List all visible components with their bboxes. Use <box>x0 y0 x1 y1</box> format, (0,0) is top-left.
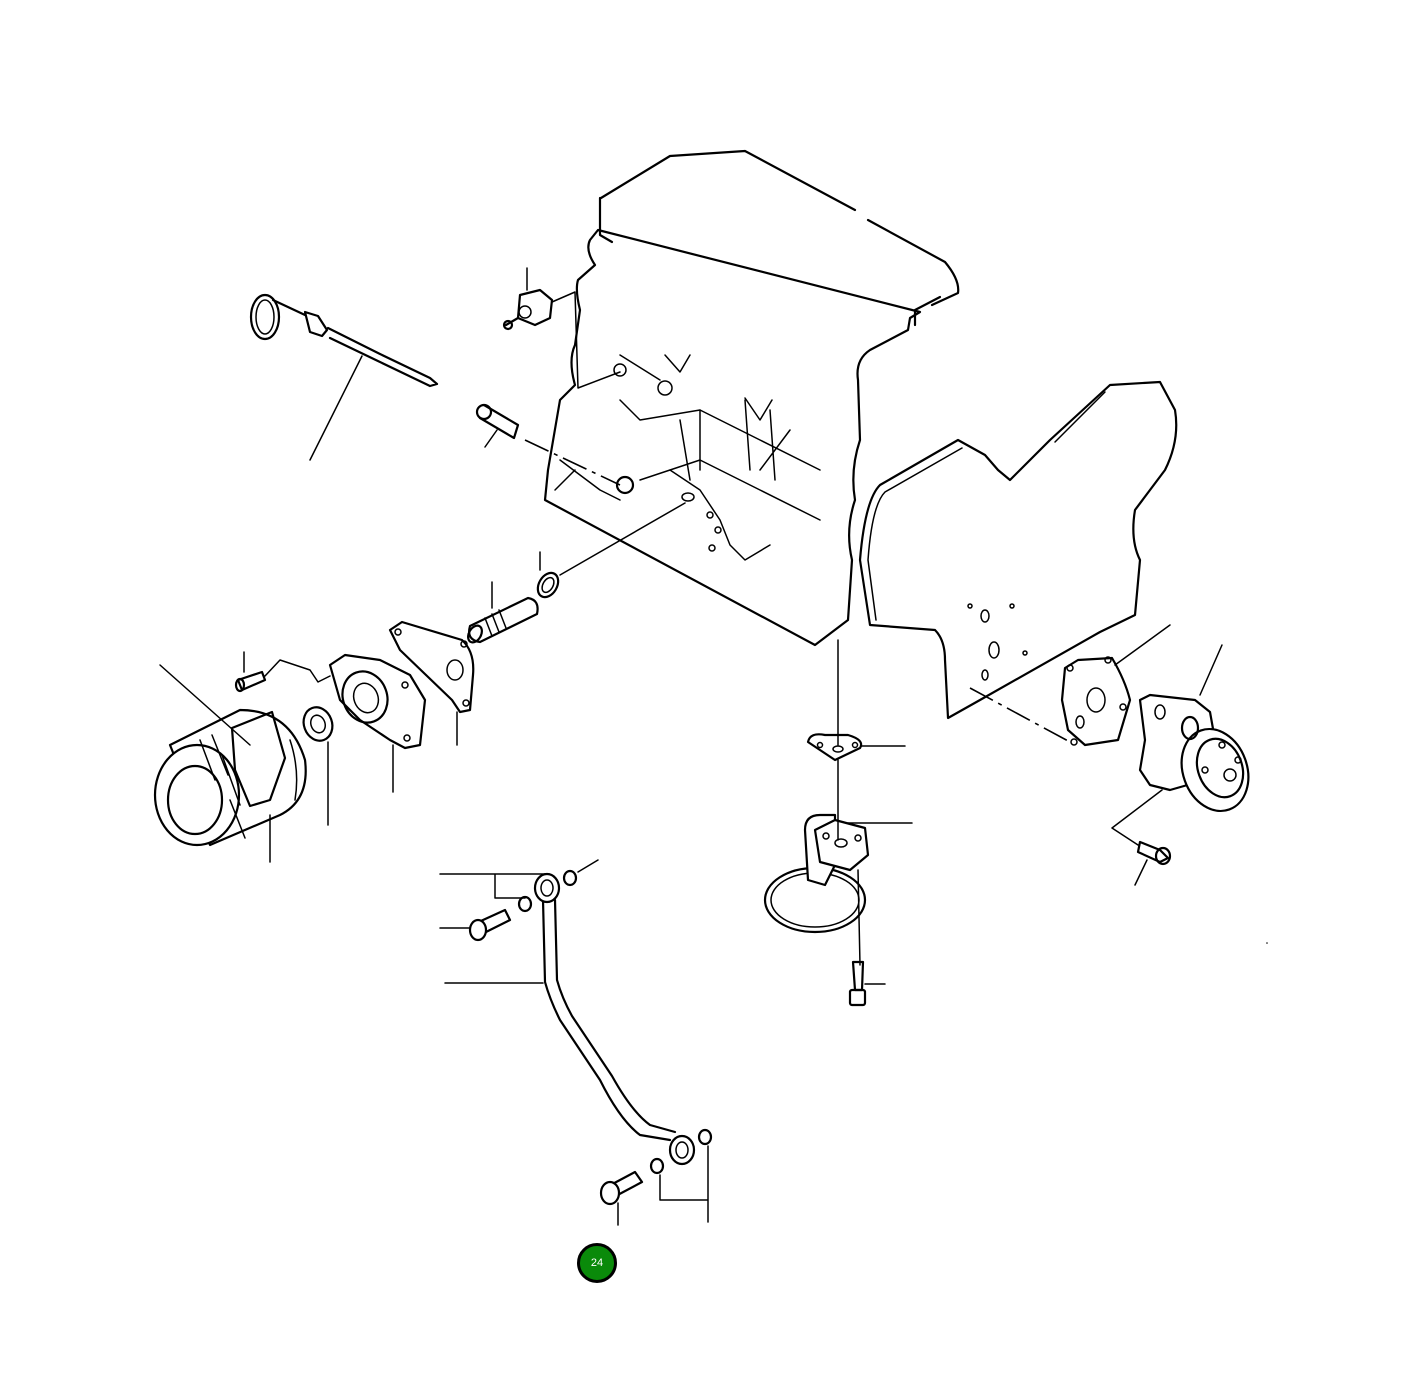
oil-strainer[interactable] <box>763 759 913 934</box>
pump-gasket[interactable] <box>969 624 1171 747</box>
badge-label: 24 <box>590 1257 604 1269</box>
oil-pipe[interactable] <box>444 898 677 1142</box>
washers-upper[interactable] <box>439 859 599 913</box>
gasket[interactable] <box>388 620 475 746</box>
eye-bolt-upper[interactable] <box>439 872 561 942</box>
filter-bracket[interactable] <box>328 653 427 793</box>
page-number-badge[interactable]: 24 <box>577 1243 617 1283</box>
union-nut[interactable] <box>299 703 337 826</box>
bolt-bracket[interactable] <box>234 651 331 693</box>
eye-bolt-lower[interactable] <box>599 1134 696 1226</box>
oil-filter[interactable] <box>153 664 307 863</box>
speck <box>1266 942 1268 944</box>
relief-valve[interactable] <box>465 581 539 645</box>
rear-plate[interactable] <box>858 380 1178 720</box>
o-ring[interactable] <box>534 502 686 601</box>
strainer-bolt[interactable] <box>848 869 886 1007</box>
pump-bolt[interactable] <box>1111 789 1172 886</box>
engine-block[interactable] <box>543 149 960 647</box>
oil-pump[interactable] <box>1138 644 1259 820</box>
strainer-gasket[interactable] <box>806 639 906 762</box>
dipstick[interactable] <box>249 293 439 461</box>
oil-pressure-switch[interactable] <box>502 267 621 389</box>
dowel-pipe[interactable] <box>475 403 621 486</box>
washers-lower[interactable] <box>649 1128 713 1223</box>
